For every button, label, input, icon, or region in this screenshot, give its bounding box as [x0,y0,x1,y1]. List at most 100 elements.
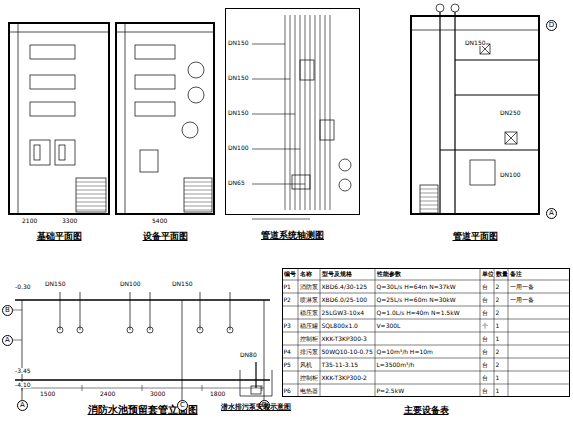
stroke [252,149,300,150]
drawing-title: 管道平面图 [453,232,498,242]
stroke [76,194,106,195]
stroke [420,189,438,190]
stroke [184,182,212,183]
stroke [184,198,212,199]
stroke [420,205,438,206]
table-cell: 2 [496,297,500,303]
stroke [252,44,285,45]
table-cell: 稳压泵 [300,310,318,316]
table-cell: XKK-T3KP300-2 [322,375,367,381]
stroke [76,210,106,211]
table-cell: 2 [496,284,500,290]
table-cell: Q=1.0L/s H=40m N=1.5kW [377,310,460,316]
table-cell: Q=10m³/h H=10m [377,349,433,355]
stroke [300,15,301,210]
axis-bubble: A [17,400,28,411]
dimension: 5400 [152,218,167,224]
stroke [315,15,316,210]
table-grid [298,268,508,397]
table-cell: 台 [482,349,488,355]
stroke [325,15,326,210]
foundation-plan [8,22,110,215]
table-header: 编号 [284,271,296,277]
table-cell: 台 [482,388,488,394]
axis-bubble: A [546,208,557,219]
axis-bubble: B [2,305,13,316]
table-cell: 台 [482,310,488,316]
table-cell: 50WQ10-10-0.75 [322,349,373,355]
table-cell: 台 [482,362,488,368]
stroke [420,197,438,198]
pipe-size: DN250 [500,110,521,116]
stroke [290,15,291,210]
stroke [310,15,311,210]
stroke [252,79,290,80]
table-cell: 消防泵 [300,284,318,290]
axis-label: D [549,22,554,29]
table-header: 备注 [510,271,522,277]
table-header: 型号及规格 [322,271,352,277]
table-cell: P6 [284,388,291,394]
stroke [184,194,212,195]
table-cell: Q=30L/s H=64m N=37kW [377,284,456,290]
stroke [420,193,438,194]
dimension: 2400 [100,391,115,397]
pipe-plan [410,4,540,215]
table-cell: 2 [496,310,500,316]
table-cell: 2 [496,362,500,368]
stroke [76,198,106,199]
pipe-size: DN150 [45,281,66,287]
stroke [282,280,570,281]
table-cell: 1 [496,375,500,381]
table-cell: P2 [284,297,291,303]
table-cell: V=300L [377,323,401,329]
repeat-strokes [22,15,570,391]
stroke [282,293,570,294]
pipe-size: DN150 [228,110,249,116]
stroke [252,114,295,115]
dimension: 3000 [150,391,165,397]
table-header: 单位 [482,271,494,277]
table-cell: P1 [284,284,291,290]
stroke [320,15,321,210]
table-cell: 25LGW3-10x4 [322,310,365,316]
pipe-size: DN100 [228,145,249,151]
stroke [202,385,203,391]
stroke [184,210,212,211]
drawing-title: 设备平面图 [143,232,188,242]
table-cell: 一用一备 [510,297,534,303]
pipe-size: DN80 [240,352,257,358]
stroke [76,190,106,191]
dimension: 2100 [22,218,37,224]
drawing-title: 潜水排污泵安装示意图 [221,404,291,412]
axis-label: C [180,402,185,409]
axis-label: B [5,307,10,314]
stroke [282,345,570,346]
table-cell: XKK-T3KP300-3 [322,336,367,342]
stroke [184,202,212,203]
table-cell: 风机 [300,362,312,368]
stroke [262,385,263,391]
drawing-frame: 基础平面图 [8,22,110,215]
stroke [330,15,331,210]
stroke [252,219,310,220]
pool-elevation [13,292,270,400]
stroke [142,385,143,391]
stroke [282,371,570,372]
table-cell: 台 [482,284,488,290]
stroke [282,384,570,385]
table-cell: 一用一备 [510,284,534,290]
stroke [282,332,570,333]
table-cell: 台 [482,336,488,342]
pipe-size: DN150 [172,281,193,287]
table-cell: 台 [482,375,488,381]
table-cell: 2 [496,349,500,355]
table-cell: 控制柜 [300,336,318,342]
elevation-mark: -3.45 [15,368,31,374]
stroke [282,358,570,359]
pipe-size: DN150 [228,75,249,81]
drawing-frame: 消防水池预留套管立面图 [15,275,270,398]
stroke [76,182,106,183]
table-cell: 喷淋泵 [300,297,318,303]
drawing-title: 管道系统轴测图 [261,231,324,241]
